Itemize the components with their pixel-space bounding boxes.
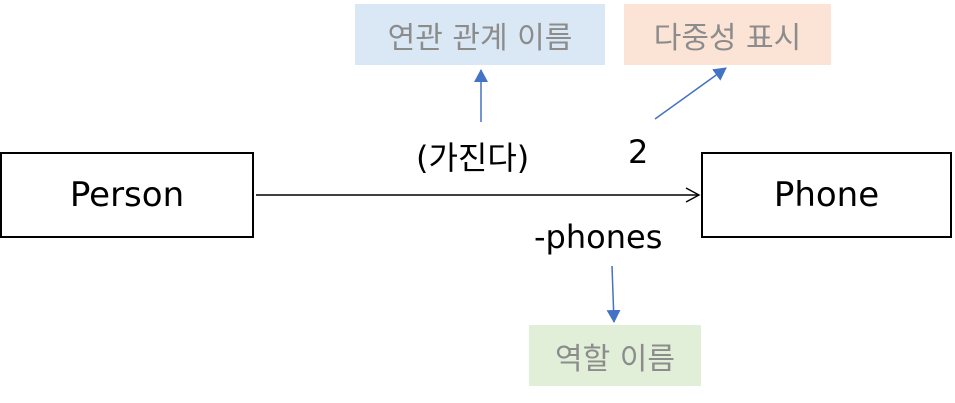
note-multiplicity-text: 다중성 표시 <box>653 20 802 56</box>
note-association-name: 연관 관계 이름 <box>355 4 605 65</box>
note-multiplicity: 다중성 표시 <box>624 4 831 65</box>
pointer-arrow-multiplicity <box>654 67 727 120</box>
pointer-arrow-role-name <box>606 265 621 323</box>
role-name-label: -phones <box>534 218 663 256</box>
note-association-name-text: 연관 관계 이름 <box>387 20 573 56</box>
multiplicity-label: 2 <box>628 133 649 171</box>
note-role-name: 역할 이름 <box>529 325 701 386</box>
class-box-person: Person <box>0 152 254 238</box>
class-name-person: Person <box>69 175 185 215</box>
class-box-phone: Phone <box>701 152 952 238</box>
association-name-label: (가진다) <box>416 139 530 177</box>
class-name-phone: Phone <box>773 175 880 215</box>
note-role-name-text: 역할 이름 <box>555 341 675 377</box>
